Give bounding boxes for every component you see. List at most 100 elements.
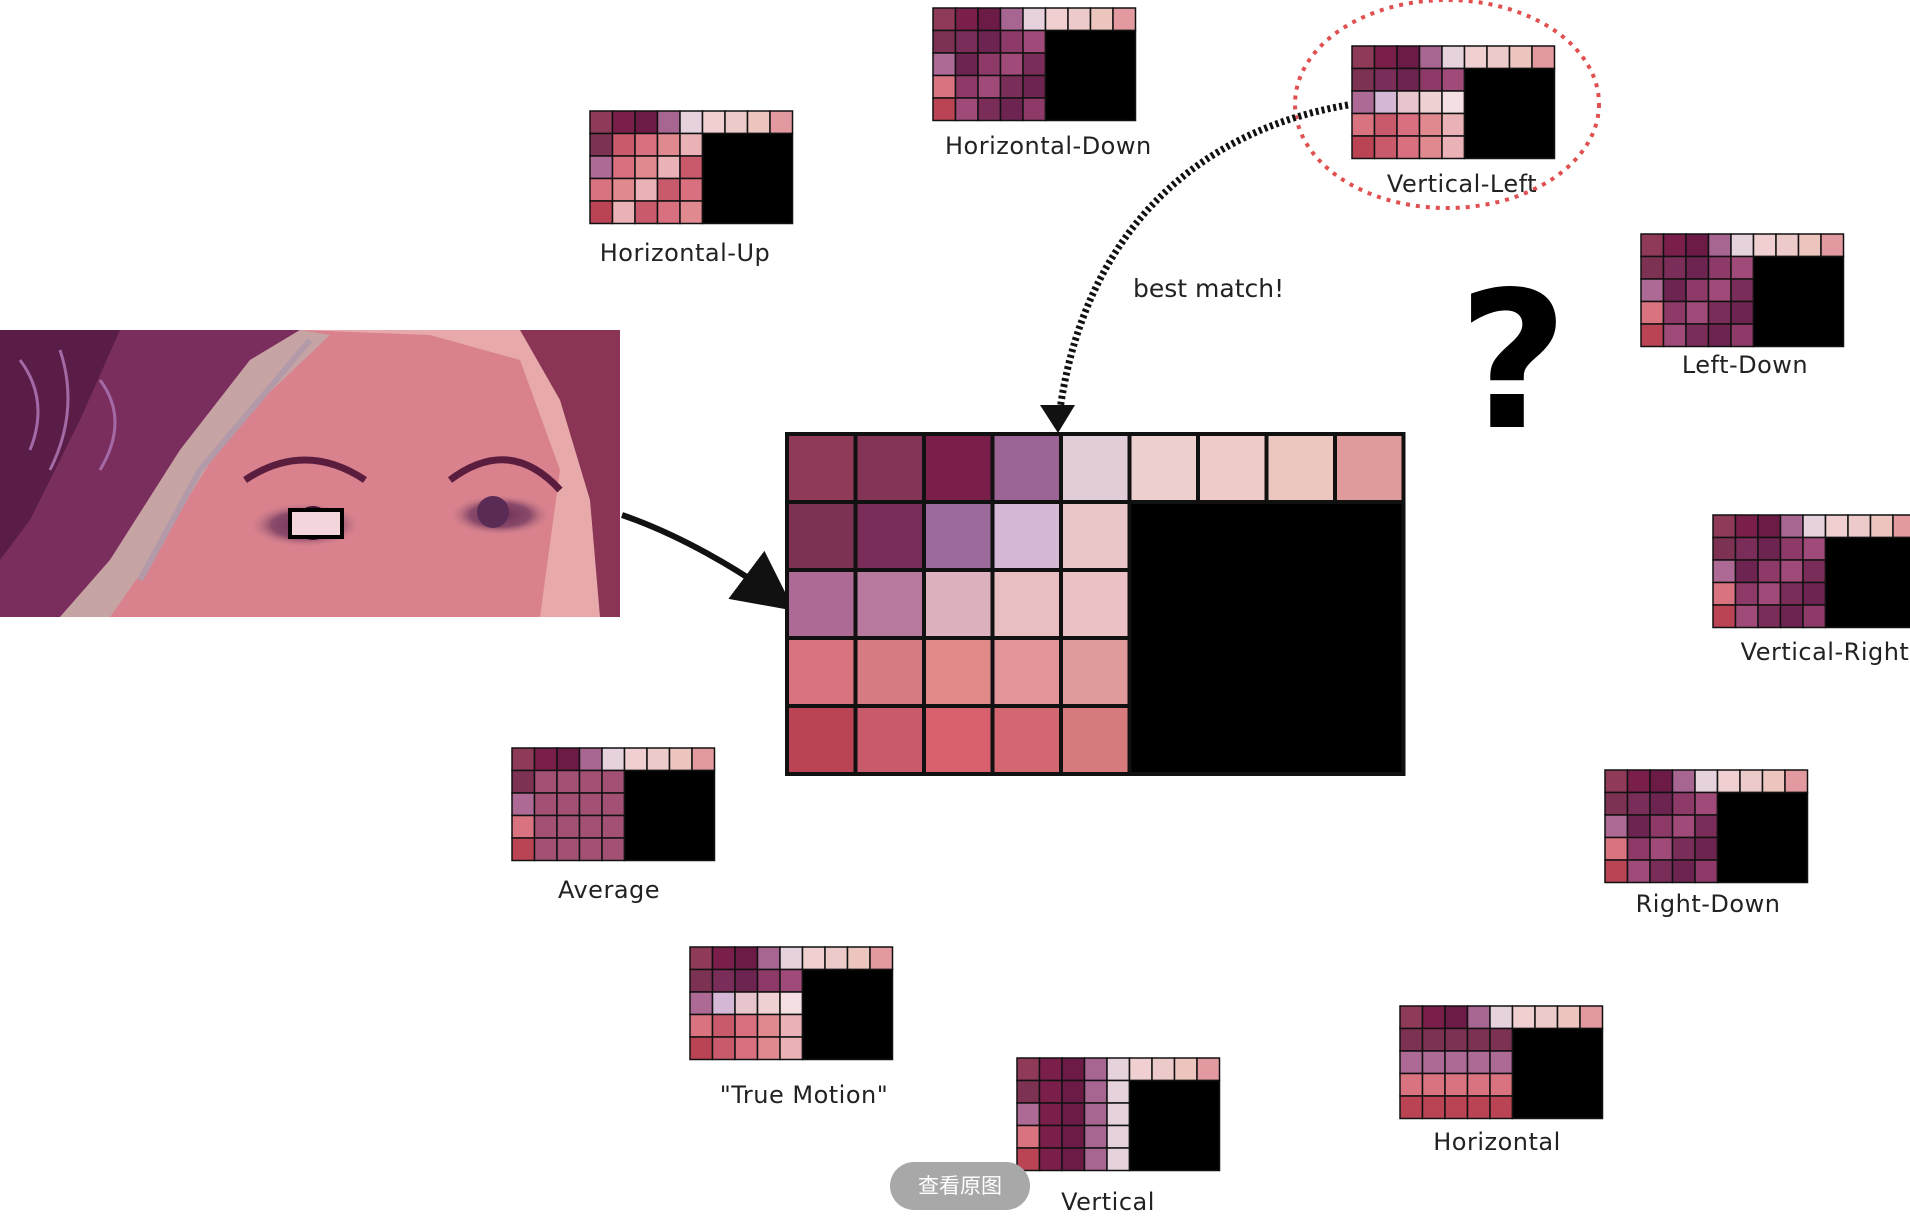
mode-label-vertical-right: Vertical-Right bbox=[1725, 638, 1910, 666]
mode-label-horizontal-up: Horizontal-Up bbox=[585, 239, 785, 267]
thumb-predicted-cell bbox=[1442, 91, 1465, 114]
thumb-predicted-cell bbox=[1062, 1148, 1085, 1171]
thumb-top-cell bbox=[1442, 46, 1465, 69]
thumb-top-cell bbox=[1628, 770, 1651, 793]
left-neighbor-cell bbox=[787, 570, 856, 638]
thumb-predicted-cell bbox=[1736, 583, 1759, 606]
thumb-predicted-cell bbox=[978, 76, 1001, 99]
thumb-predicted-cell bbox=[635, 134, 658, 157]
thumb-left-cell bbox=[1641, 324, 1664, 347]
thumb-predicted-cell bbox=[1423, 1029, 1446, 1052]
predicted-cell bbox=[993, 638, 1062, 706]
thumb-left-cell bbox=[1352, 91, 1375, 114]
thumb-top-cell bbox=[535, 748, 558, 771]
thumb-left-cell bbox=[590, 134, 613, 157]
thumb-top-cell bbox=[1650, 770, 1673, 793]
thumb-top-cell bbox=[1040, 1058, 1063, 1081]
thumb-predicted-cell bbox=[1664, 302, 1687, 325]
thumb-top-cell bbox=[1776, 234, 1799, 257]
thumb-predicted-cell bbox=[1628, 815, 1651, 838]
thumb-top-cell bbox=[978, 8, 1001, 31]
left-neighbor-cell bbox=[787, 706, 856, 774]
thumb-predicted-cell bbox=[956, 76, 979, 99]
thumb-left-cell bbox=[933, 31, 956, 54]
thumb-predicted-cell bbox=[1001, 76, 1024, 99]
thumb-left-cell bbox=[1400, 1074, 1423, 1097]
thumb-left-cell bbox=[1017, 1126, 1040, 1149]
thumb-predicted-cell bbox=[602, 771, 625, 794]
thumb-top-cell bbox=[1068, 8, 1091, 31]
thumb-predicted-cell bbox=[602, 816, 625, 839]
thumb-predicted-cell bbox=[613, 156, 636, 179]
mode-label-vertical: Vertical bbox=[1008, 1188, 1208, 1216]
thumb-predicted-cell bbox=[1107, 1148, 1130, 1171]
thumb-left-cell bbox=[1713, 583, 1736, 606]
thumb-predicted-cell bbox=[1445, 1051, 1468, 1074]
thumb-left-cell bbox=[1400, 1096, 1423, 1119]
thumb-top-cell bbox=[1718, 770, 1741, 793]
thumb-unknown-block bbox=[703, 134, 793, 224]
thumb-left-cell bbox=[1400, 1029, 1423, 1052]
mode-thumbnail-horizontal-up bbox=[590, 111, 793, 224]
thumb-predicted-cell bbox=[1445, 1029, 1468, 1052]
thumb-predicted-cell bbox=[1375, 136, 1398, 159]
zoom-arrow bbox=[622, 515, 780, 600]
predicted-cell bbox=[1061, 502, 1130, 570]
mode-label-horizontal-down: Horizontal-Down bbox=[945, 132, 1145, 160]
thumb-unknown-block bbox=[1718, 793, 1808, 883]
mode-thumbnail-true-motion bbox=[690, 947, 893, 1060]
sample-block-highlight bbox=[290, 510, 342, 537]
thumb-top-cell bbox=[1062, 1058, 1085, 1081]
thumb-top-cell bbox=[557, 748, 580, 771]
mode-label-left-down: Left-Down bbox=[1645, 351, 1845, 379]
thumb-unknown-block bbox=[625, 771, 715, 861]
thumb-predicted-cell bbox=[535, 793, 558, 816]
thumb-predicted-cell bbox=[1709, 302, 1732, 325]
thumb-top-cell bbox=[580, 748, 603, 771]
thumb-predicted-cell bbox=[1468, 1074, 1491, 1097]
thumb-top-cell bbox=[713, 947, 736, 970]
thumb-top-cell bbox=[1754, 234, 1777, 257]
top-neighbor-cell bbox=[1267, 434, 1336, 502]
thumb-predicted-cell bbox=[1695, 815, 1718, 838]
thumb-top-cell bbox=[1763, 770, 1786, 793]
mode-label-horizontal: Horizontal bbox=[1397, 1128, 1597, 1156]
thumb-predicted-cell bbox=[1628, 793, 1651, 816]
thumb-predicted-cell bbox=[1664, 257, 1687, 280]
thumb-predicted-cell bbox=[1803, 538, 1826, 561]
thumb-predicted-cell bbox=[1442, 136, 1465, 159]
thumb-predicted-cell bbox=[1442, 114, 1465, 137]
thumb-predicted-cell bbox=[1758, 538, 1781, 561]
unknown-block bbox=[1130, 502, 1404, 774]
thumb-top-cell bbox=[1758, 515, 1781, 538]
thumb-predicted-cell bbox=[535, 771, 558, 794]
thumb-predicted-cell bbox=[1375, 69, 1398, 92]
thumb-predicted-cell bbox=[1397, 69, 1420, 92]
thumb-predicted-cell bbox=[1490, 1029, 1513, 1052]
thumb-top-cell bbox=[825, 947, 848, 970]
thumb-predicted-cell bbox=[1686, 257, 1709, 280]
mode-thumbnail-vertical-left bbox=[1352, 46, 1555, 159]
thumb-top-cell bbox=[1197, 1058, 1220, 1081]
mode-label-vertical-left: Vertical-Left bbox=[1362, 170, 1562, 198]
thumb-predicted-cell bbox=[1040, 1126, 1063, 1149]
thumb-predicted-cell bbox=[1731, 324, 1754, 347]
thumb-predicted-cell bbox=[735, 1015, 758, 1038]
thumb-top-cell bbox=[1664, 234, 1687, 257]
thumb-top-cell bbox=[703, 111, 726, 134]
thumb-top-cell bbox=[1695, 770, 1718, 793]
thumb-predicted-cell bbox=[680, 179, 703, 202]
thumb-predicted-cell bbox=[1023, 53, 1046, 76]
thumb-predicted-cell bbox=[1758, 560, 1781, 583]
thumb-predicted-cell bbox=[1758, 605, 1781, 628]
thumb-predicted-cell bbox=[956, 53, 979, 76]
thumb-predicted-cell bbox=[580, 793, 603, 816]
thumb-predicted-cell bbox=[1650, 793, 1673, 816]
thumb-left-cell bbox=[1017, 1081, 1040, 1104]
thumb-top-cell bbox=[1893, 515, 1910, 538]
thumb-predicted-cell bbox=[1781, 605, 1804, 628]
thumb-top-cell bbox=[803, 947, 826, 970]
mode-label-right-down: Right-Down bbox=[1608, 890, 1808, 918]
thumb-predicted-cell bbox=[1420, 91, 1443, 114]
thumb-predicted-cell bbox=[1650, 815, 1673, 838]
